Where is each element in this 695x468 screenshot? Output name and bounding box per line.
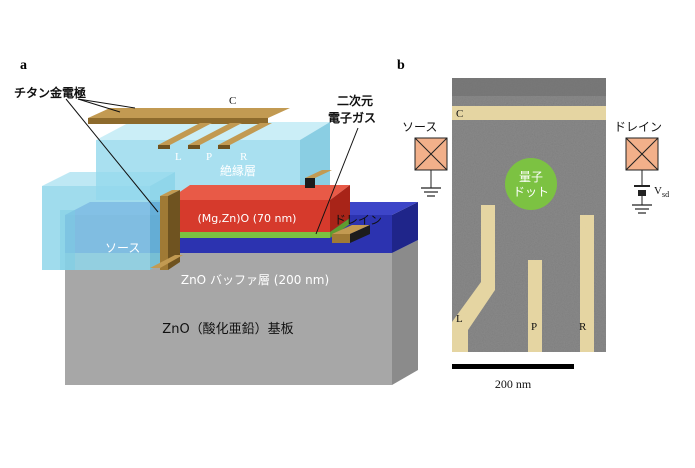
source-label: ソース (105, 241, 140, 255)
sem-gate-l (452, 205, 495, 352)
mgzno-layer: (Mg,Zn)O (70 nm) (168, 185, 350, 232)
insulator-label: 絶縁層 (220, 163, 256, 178)
gate-l-electrode (158, 123, 212, 149)
substrate-label: ZnO（酸化亜鉛）基板 (162, 322, 293, 337)
gate-c-label: C (229, 95, 236, 107)
sem-gate-p-label: P (531, 321, 537, 333)
sem-gate-l-label: L (456, 313, 463, 325)
sem-top-band (452, 78, 606, 96)
panel-b-label: b (397, 58, 405, 73)
sem-source-label: ソース (402, 120, 437, 134)
source-contact (414, 137, 448, 197)
sem-drain-label: ドレイン (614, 120, 662, 134)
gate-c-electrode (88, 108, 290, 124)
quantum-dot-label-line1: 量子 (519, 170, 543, 184)
sem-gate-c-label: C (456, 108, 463, 120)
drain-contact-b (625, 137, 659, 214)
vsd-label: Vsd (654, 185, 669, 199)
sem-gate-p (528, 260, 542, 352)
gate-p-label: P (206, 151, 212, 163)
drain-contact (305, 170, 370, 243)
panel-a-label: a (20, 58, 27, 73)
quantum-dot (505, 158, 557, 210)
sem-panel: b 量子 ドット C L P R ソース (397, 58, 669, 391)
drain-label: ドレイン (334, 213, 382, 227)
electrode-title: チタン金電極 (14, 85, 86, 100)
sem-gate-r (580, 215, 594, 352)
two-deg-label-line2: 電子ガス (328, 110, 376, 125)
scale-bar-label: 200 nm (495, 377, 532, 391)
mgzno-label: (Mg,Zn)O (70 nm) (198, 212, 297, 225)
source-electrode (150, 190, 183, 270)
gate-r-label: R (240, 151, 248, 163)
gate-p-electrode (188, 123, 242, 149)
gate-r-electrode (218, 123, 272, 149)
two-deg-label-line1: 二次元 (337, 93, 373, 108)
sem-gate-c (452, 106, 606, 120)
gate-l-label: L (175, 151, 182, 163)
buffer-label: ZnO バッファ層 (200 nm) (181, 273, 329, 287)
sem-gate-r-label: R (579, 321, 587, 333)
quantum-dot-label-line2: ドット (513, 185, 549, 199)
scale-bar (452, 364, 574, 369)
leader-lines (65, 98, 359, 235)
device-schematic: a ZnO（酸化亜鉛）基板 ZnO バッファ層 (200 nm) (14, 58, 418, 385)
